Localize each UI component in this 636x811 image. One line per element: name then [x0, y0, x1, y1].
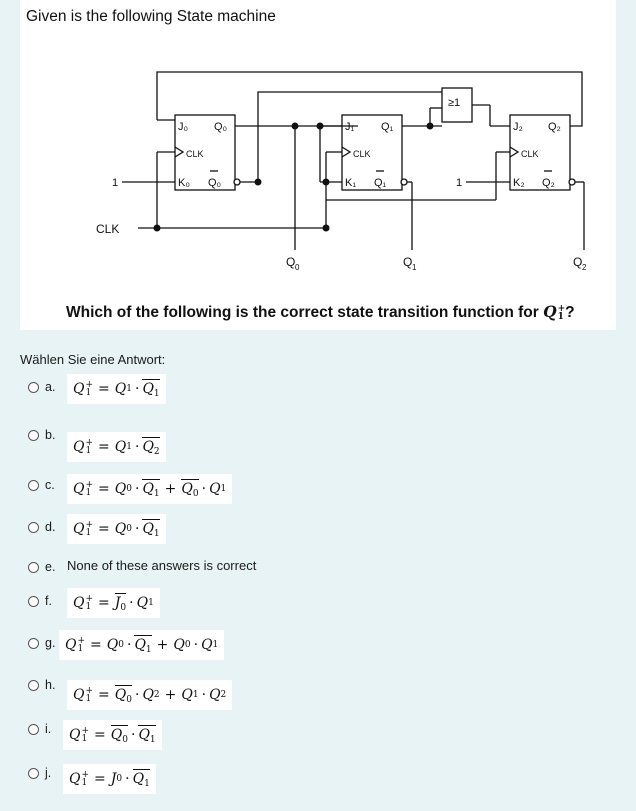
- radio-f[interactable]: [28, 596, 39, 607]
- clk-label: CLK: [96, 222, 119, 236]
- ff2-q-label: Q₂: [548, 121, 561, 133]
- ff2-j-label: J₂: [513, 121, 523, 133]
- ff1-j-label: J₁: [345, 121, 355, 133]
- ff0-qbar-label: Q₀: [208, 177, 221, 189]
- radio-b[interactable]: [28, 430, 39, 441]
- radio-i[interactable]: [28, 724, 39, 735]
- ff1-clk-label: CLK: [353, 149, 371, 159]
- ff1-qbar-label: Q₁: [374, 177, 387, 189]
- question-prompt: Which of the following is the correct st…: [66, 302, 575, 322]
- ff2-qbar-label: Q₂: [542, 177, 555, 189]
- state-machine-diagram: J₀ Q₀ CLK K₀ Q₀ J₁ Q₁ CLK K₁ Q₁ J₂ Q₂ CL…: [96, 71, 587, 272]
- const-one-left: 1: [112, 177, 118, 189]
- radio-j[interactable]: [28, 768, 39, 779]
- const-one-right: 1: [456, 177, 462, 189]
- ff1-q-label: Q₁: [381, 121, 394, 133]
- q0-output-label: Q: [286, 255, 295, 269]
- radio-e[interactable]: [28, 562, 39, 573]
- question-box: Given is the following State machine: [20, 0, 616, 330]
- radio-a[interactable]: [28, 382, 39, 393]
- ff0-clk-label: CLK: [186, 149, 204, 159]
- ff0-k-label: K₀: [178, 177, 190, 189]
- q1-output-sub: 1: [412, 263, 417, 272]
- answer-prompt: Wählen Sie eine Antwort:: [20, 352, 166, 367]
- q0-output-sub: 0: [295, 263, 300, 272]
- question-title: Given is the following State machine: [26, 8, 276, 25]
- ff1-k-label: K₁: [345, 177, 356, 189]
- radio-c[interactable]: [28, 480, 39, 491]
- option-e-text: None of these answers is correct: [67, 558, 257, 573]
- radio-d[interactable]: [28, 522, 39, 533]
- question-prompt-text: Which of the following is the correct st…: [66, 304, 544, 321]
- question-prompt-end: ?: [565, 304, 575, 321]
- q1-output-label: Q: [403, 255, 412, 269]
- q2-output-sub: 2: [582, 263, 587, 272]
- ff0-q-label: Q₀: [214, 121, 227, 133]
- formula-i: Q+1=Q0·Q1: [63, 720, 162, 750]
- option-i[interactable]: i. Q+1=Q0·Q1: [28, 720, 162, 752]
- option-e[interactable]: e. None of these answers is correct: [28, 558, 257, 590]
- ff2-k-label: K₂: [513, 177, 525, 189]
- radio-h[interactable]: [28, 680, 39, 691]
- question-prompt-var: Q+1: [543, 302, 566, 322]
- ff0-j-label: J₀: [178, 121, 188, 133]
- radio-g[interactable]: [28, 638, 39, 649]
- or-gate-label: ≥1: [448, 97, 460, 109]
- q2-output-label: Q: [573, 255, 582, 269]
- ff2-clk-label: CLK: [521, 149, 539, 159]
